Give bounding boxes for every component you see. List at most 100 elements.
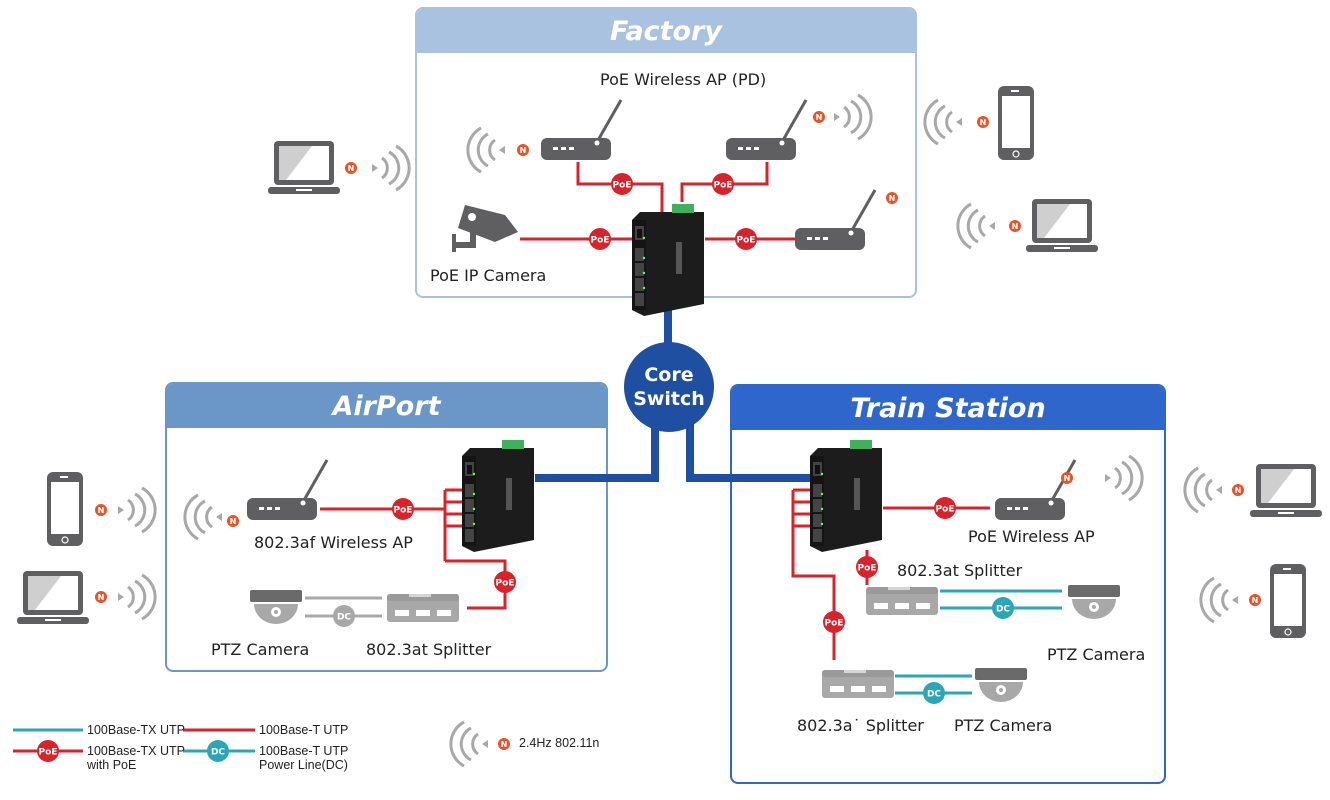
- svg-text:N: N: [501, 740, 508, 749]
- airport-splitter-label: 802.3at Splitter: [366, 640, 492, 659]
- core-switch-line2: Switch: [633, 388, 705, 410]
- n-badge: N: [1009, 220, 1021, 232]
- svg-text:N: N: [1252, 596, 1259, 605]
- factory-ap-label: PoE Wireless AP (PD): [600, 70, 767, 89]
- svg-text:N: N: [1064, 474, 1071, 483]
- legend-item-4: 100Base-T UTP Power Line(DC): [259, 744, 348, 772]
- train-splitter-2: [822, 668, 894, 698]
- poe-badge: PoE: [494, 571, 516, 593]
- poe-badge: PoE: [823, 611, 845, 633]
- svg-text:N: N: [230, 517, 237, 526]
- legend-item-1: 100Base-TX UTP: [87, 723, 185, 737]
- svg-text:PoE: PoE: [613, 181, 632, 191]
- n-badge: N: [1249, 594, 1261, 606]
- n-badge: N: [517, 144, 529, 156]
- svg-text:N: N: [1012, 222, 1019, 231]
- svg-text:N: N: [980, 118, 987, 127]
- wifi-icon: [466, 126, 507, 174]
- poe-badge: PoE: [392, 498, 414, 520]
- factory-switch: [632, 204, 704, 316]
- dc-badge: DC: [207, 740, 229, 762]
- n-badge: N: [227, 515, 239, 527]
- wifi-icon: [923, 98, 964, 146]
- airport-title: AirPort: [167, 384, 606, 428]
- n-badge: N: [498, 738, 510, 750]
- svg-text:N: N: [520, 146, 527, 155]
- train-ptz-camera-2: [975, 668, 1027, 702]
- legend-item-3: 100Base-TX UTP with PoE: [87, 744, 185, 772]
- svg-text:N: N: [348, 164, 355, 173]
- laptop-icon: [268, 141, 340, 194]
- legend-item-3-line2: with PoE: [87, 758, 137, 772]
- train-switch: [810, 440, 882, 552]
- airport-poe-links: [320, 488, 507, 610]
- train-station-title: Train Station: [732, 386, 1164, 430]
- poe-badge: PoE: [37, 740, 59, 762]
- airport-ap-label: 802.3af Wireless AP: [254, 533, 413, 552]
- train-station-zone: Train Station: [730, 384, 1166, 784]
- wifi-icon: [832, 93, 873, 141]
- svg-text:PoE: PoE: [936, 505, 955, 515]
- laptop-icon: [1250, 464, 1322, 517]
- svg-text:DC: DC: [337, 613, 351, 623]
- train-ap-label: PoE Wireless AP: [968, 527, 1095, 546]
- core-switch: Core Switch: [624, 342, 714, 432]
- wifi-icon: [370, 144, 411, 192]
- svg-text:DC: DC: [211, 748, 225, 758]
- phone-icon: [1269, 563, 1307, 639]
- n-badge: N: [886, 192, 898, 204]
- wifi-icon: [116, 573, 157, 621]
- airport-zone: AirPort: [165, 382, 608, 672]
- svg-text:N: N: [816, 113, 823, 122]
- airport-ptz-camera: [250, 590, 302, 624]
- svg-text:DC: DC: [927, 690, 941, 700]
- legend-item-4-line2: Power Line(DC): [259, 758, 348, 772]
- wifi-icon: [1199, 576, 1240, 624]
- poe-badge: PoE: [934, 497, 956, 519]
- poe-badge: PoE: [712, 173, 734, 195]
- factory-ap-3: [793, 188, 877, 252]
- wifi-icon: [183, 493, 224, 541]
- airport-camera-label: PTZ Camera: [211, 640, 310, 659]
- n-badge: N: [1232, 484, 1244, 496]
- svg-text:N: N: [889, 194, 896, 203]
- airport-switch: [462, 440, 534, 552]
- wifi-icon: [1183, 466, 1224, 514]
- airport-splitter: [387, 592, 459, 622]
- train-ap: [993, 458, 1077, 522]
- svg-text:PoE: PoE: [394, 506, 413, 516]
- wifi-icon: [116, 486, 157, 534]
- train-ptz-camera-1: [1068, 585, 1120, 619]
- svg-text:PoE: PoE: [496, 579, 515, 589]
- svg-text:PoE: PoE: [858, 564, 877, 574]
- ip-camera-icon: [452, 205, 518, 252]
- svg-text:N: N: [98, 506, 105, 515]
- legend-wireless: 2.4Hz 802.11n: [519, 736, 600, 750]
- legend-item-4-line1: 100Base-T UTP: [259, 744, 349, 758]
- factory-camera-label: PoE IP Camera: [430, 266, 547, 285]
- n-badge: N: [345, 162, 357, 174]
- laptop-icon: [1026, 199, 1098, 252]
- svg-text:PoE: PoE: [825, 619, 844, 629]
- factory-ap-2: [724, 98, 808, 162]
- poe-badge: PoE: [611, 173, 633, 195]
- poe-badge: PoE: [856, 556, 878, 578]
- factory-title: Factory: [417, 9, 915, 53]
- dc-badge: DC: [923, 682, 945, 704]
- dc-badge: DC: [333, 605, 355, 627]
- core-switch-line1: Core: [644, 364, 694, 386]
- svg-text:PoE: PoE: [39, 748, 58, 758]
- legend-item-2: 100Base-T UTP: [259, 723, 349, 737]
- legend-item-3-line1: 100Base-TX UTP: [87, 744, 185, 758]
- svg-text:PoE: PoE: [714, 181, 733, 191]
- airport-ap: [245, 458, 329, 522]
- n-badge: N: [813, 111, 825, 123]
- laptop-icon: [17, 571, 89, 624]
- wifi-icon: [1103, 454, 1144, 502]
- legend-wifi-icon: [449, 720, 490, 768]
- train-splitter1-label: 802.3at Splitter: [897, 561, 1023, 580]
- phone-icon: [997, 85, 1035, 161]
- poe-badge: PoE: [589, 228, 611, 250]
